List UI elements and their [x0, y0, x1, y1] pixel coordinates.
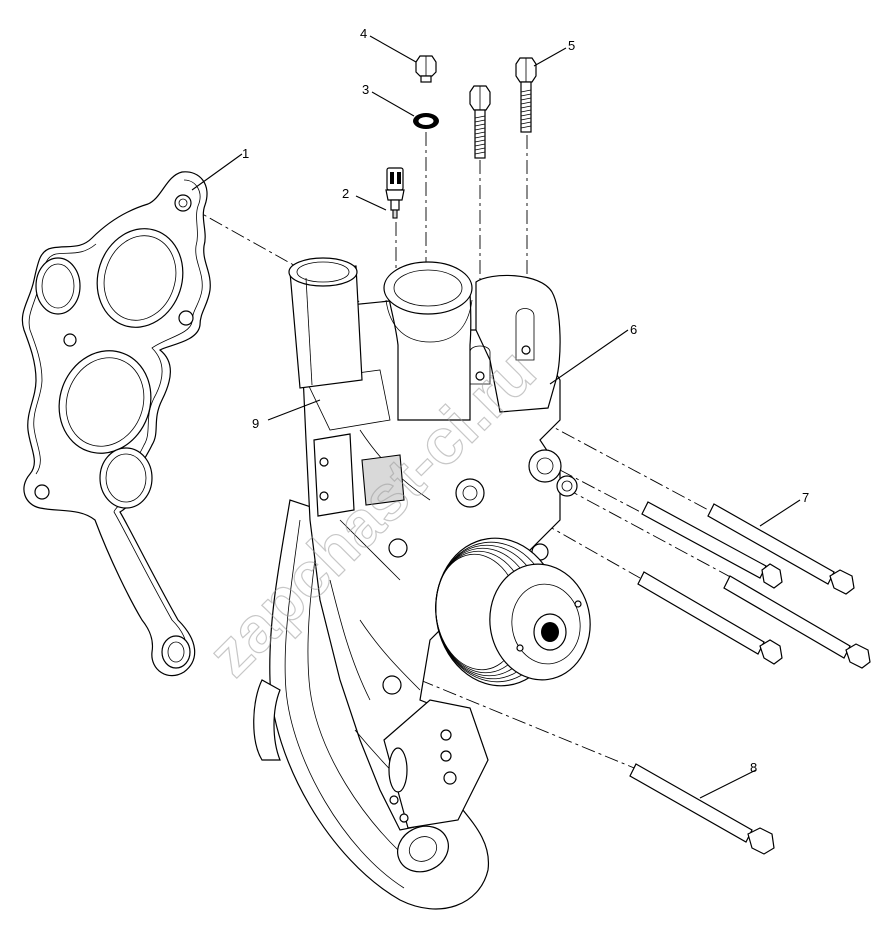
callout-4: 4 — [360, 26, 367, 41]
long-bolt-upper-right — [707, 503, 855, 595]
water-pump-housing — [253, 257, 578, 910]
vertical-bolt-right — [515, 57, 537, 133]
callout-2: 2 — [342, 186, 349, 201]
long-bolt-lower-left — [637, 571, 783, 665]
vertical-bolt-left — [469, 85, 491, 159]
long-bolt-bottom — [629, 763, 775, 855]
long-bolt-upper-left — [641, 501, 783, 589]
long-bolt-lower-right — [723, 575, 871, 669]
gasket-part — [21, 171, 211, 677]
callout-6: 6 — [630, 322, 637, 337]
callout-9: 9 — [252, 416, 259, 431]
callout-5: 5 — [568, 38, 575, 53]
temperature-sensor-part — [385, 167, 405, 219]
pump-pulley — [435, 537, 591, 687]
plug-screw-part — [415, 55, 437, 83]
callout-3: 3 — [362, 82, 369, 97]
callout-1: 1 — [242, 146, 249, 161]
callout-leaders — [191, 35, 801, 799]
callout-8: 8 — [750, 760, 757, 775]
sealing-washer-part — [413, 113, 439, 129]
callout-7: 7 — [802, 490, 809, 505]
